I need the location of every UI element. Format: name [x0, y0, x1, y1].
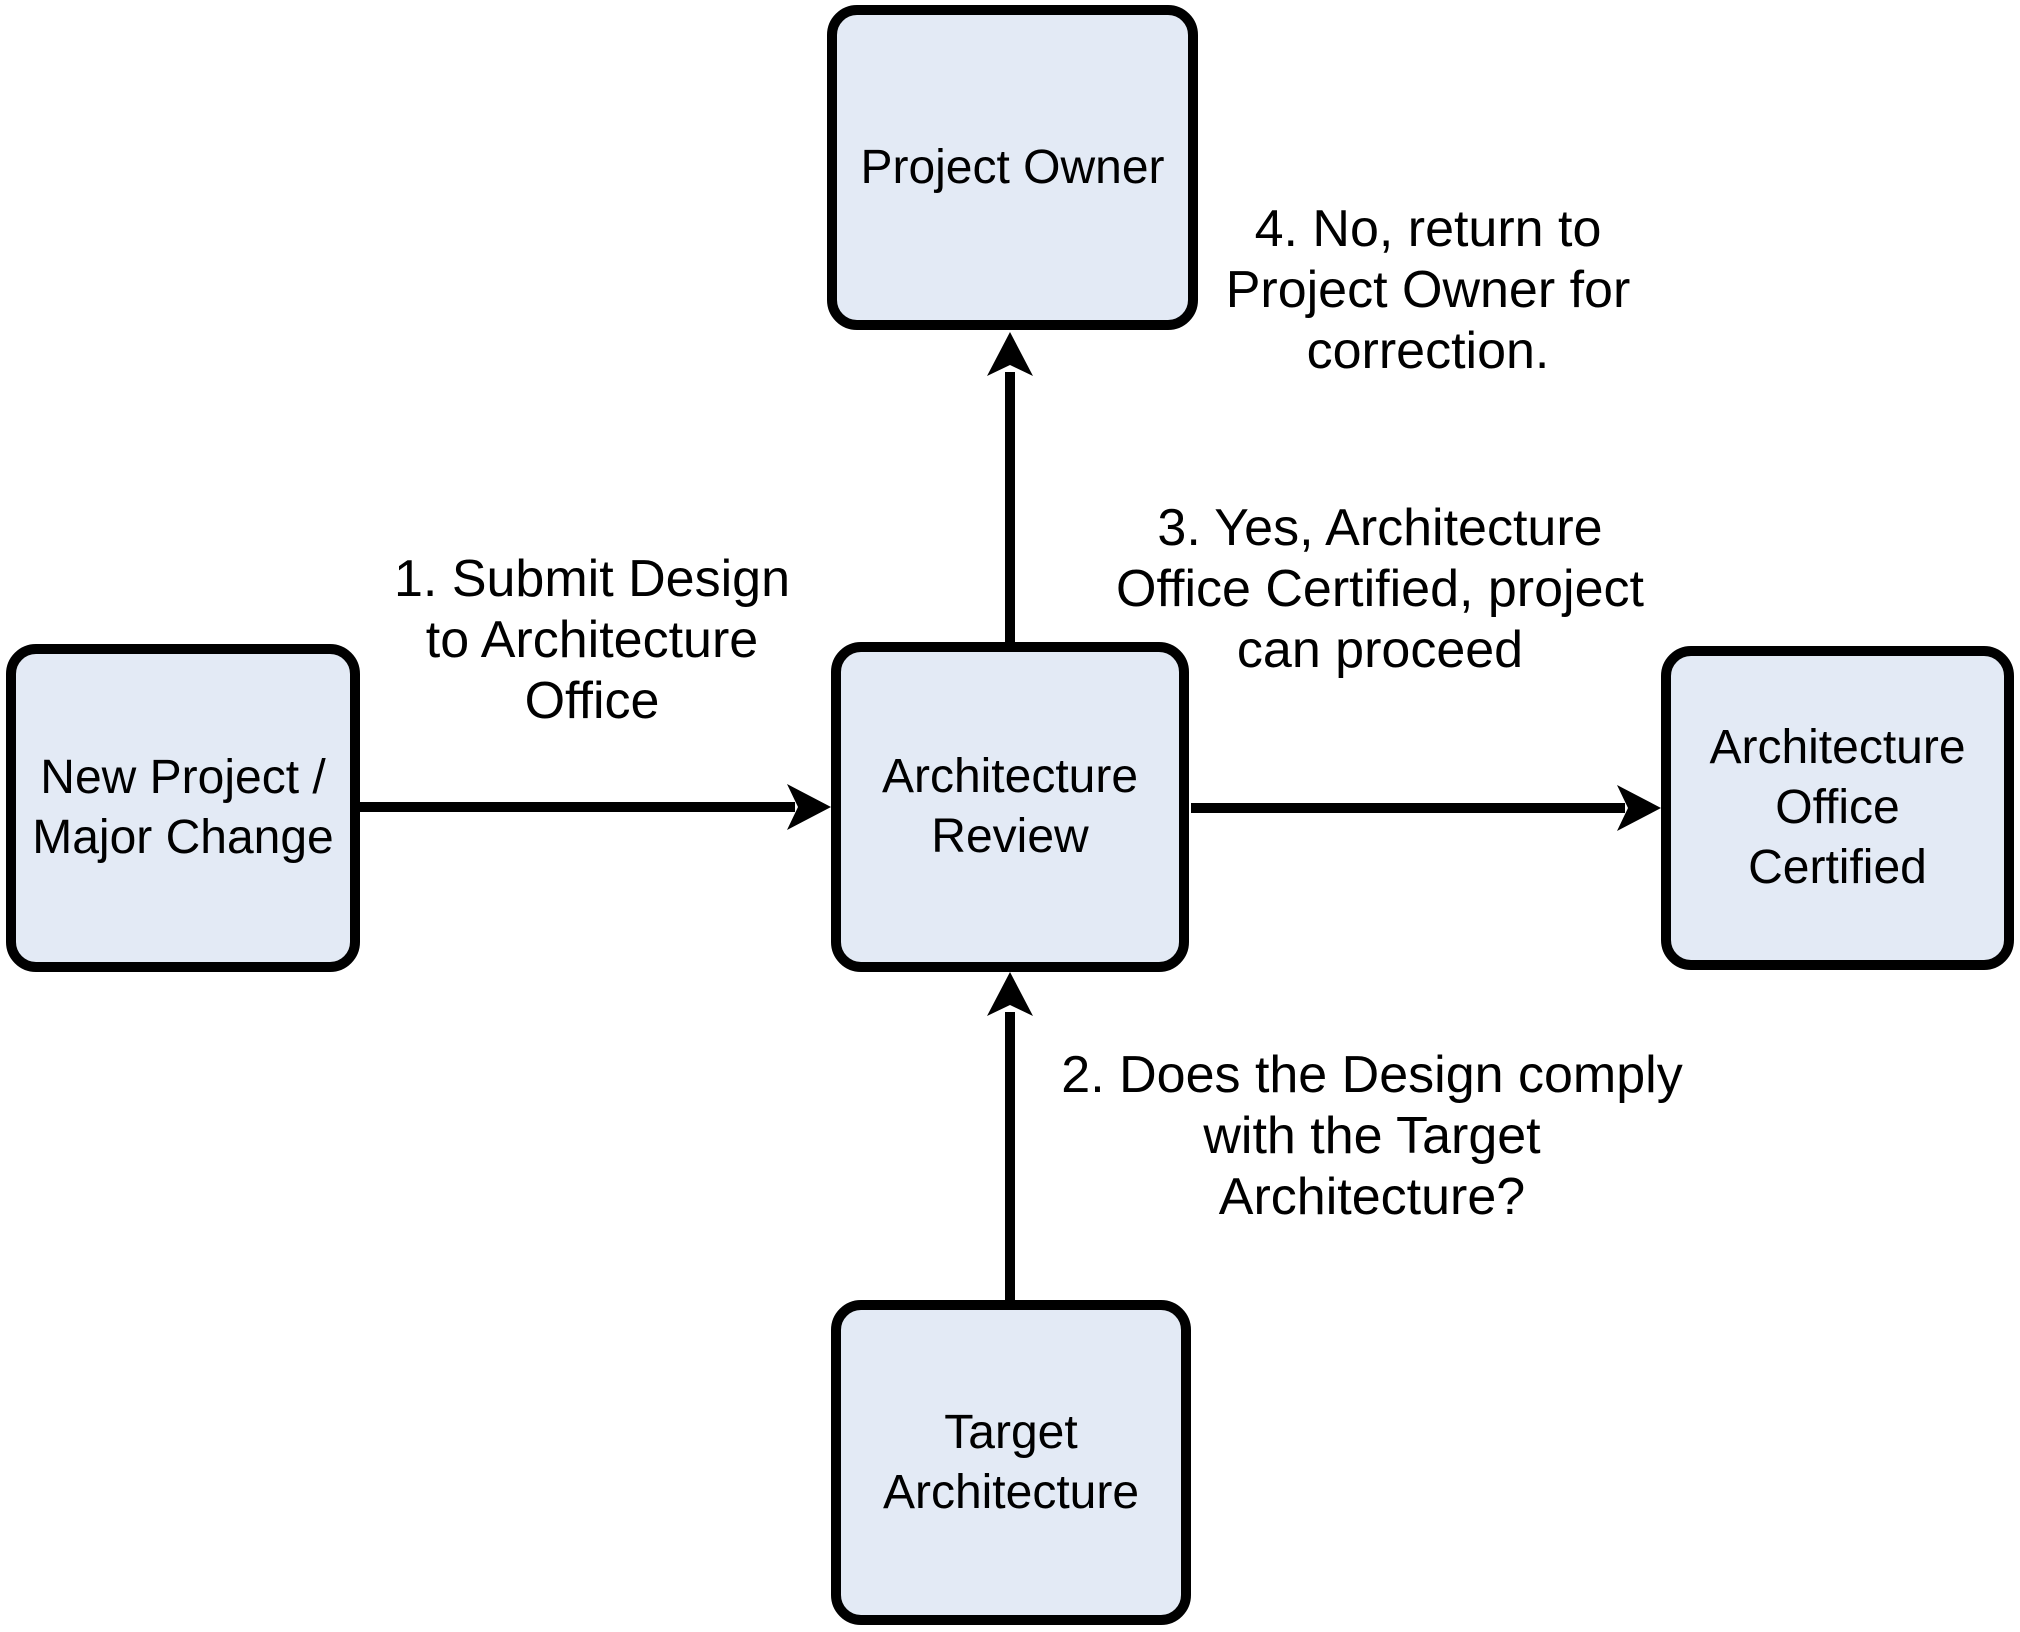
node-project-owner-label: Project Owner: [860, 140, 1165, 194]
edge-label-step1-submit-design: 1. Submit Design to Architecture Office: [394, 550, 790, 730]
node-new-project-major-change: New Project / Major Change: [6, 644, 360, 972]
node-architecture-office-certified-label: Architecture Office Certified: [1709, 721, 1966, 894]
node-architecture-office-certified: Architecture Office Certified: [1661, 646, 2014, 970]
arrow-certified: [1191, 785, 1661, 831]
edge-label-step2-design-comply: 2. Does the Design comply with the Targe…: [1061, 1046, 1683, 1226]
edge-label-step3-certified-proceed: 3. Yes, Architecture Office Certified, p…: [1116, 499, 1644, 679]
edge-label-step4-return-correction: 4. No, return to Project Owner for corre…: [1225, 200, 1631, 380]
node-architecture-review-label: Architecture Review: [881, 750, 1139, 863]
arrow-submit-design: [360, 784, 831, 830]
node-target-architecture: Target Architecture: [831, 1300, 1191, 1625]
node-new-project-major-change-label: New Project / Major Change: [32, 751, 334, 864]
node-project-owner: Project Owner: [827, 5, 1198, 330]
arrow-design-comply: [987, 972, 1033, 1300]
node-target-architecture-label: Target Architecture: [882, 1405, 1140, 1519]
node-architecture-review: Architecture Review: [831, 642, 1189, 972]
arrow-return-to-owner: [987, 332, 1033, 642]
